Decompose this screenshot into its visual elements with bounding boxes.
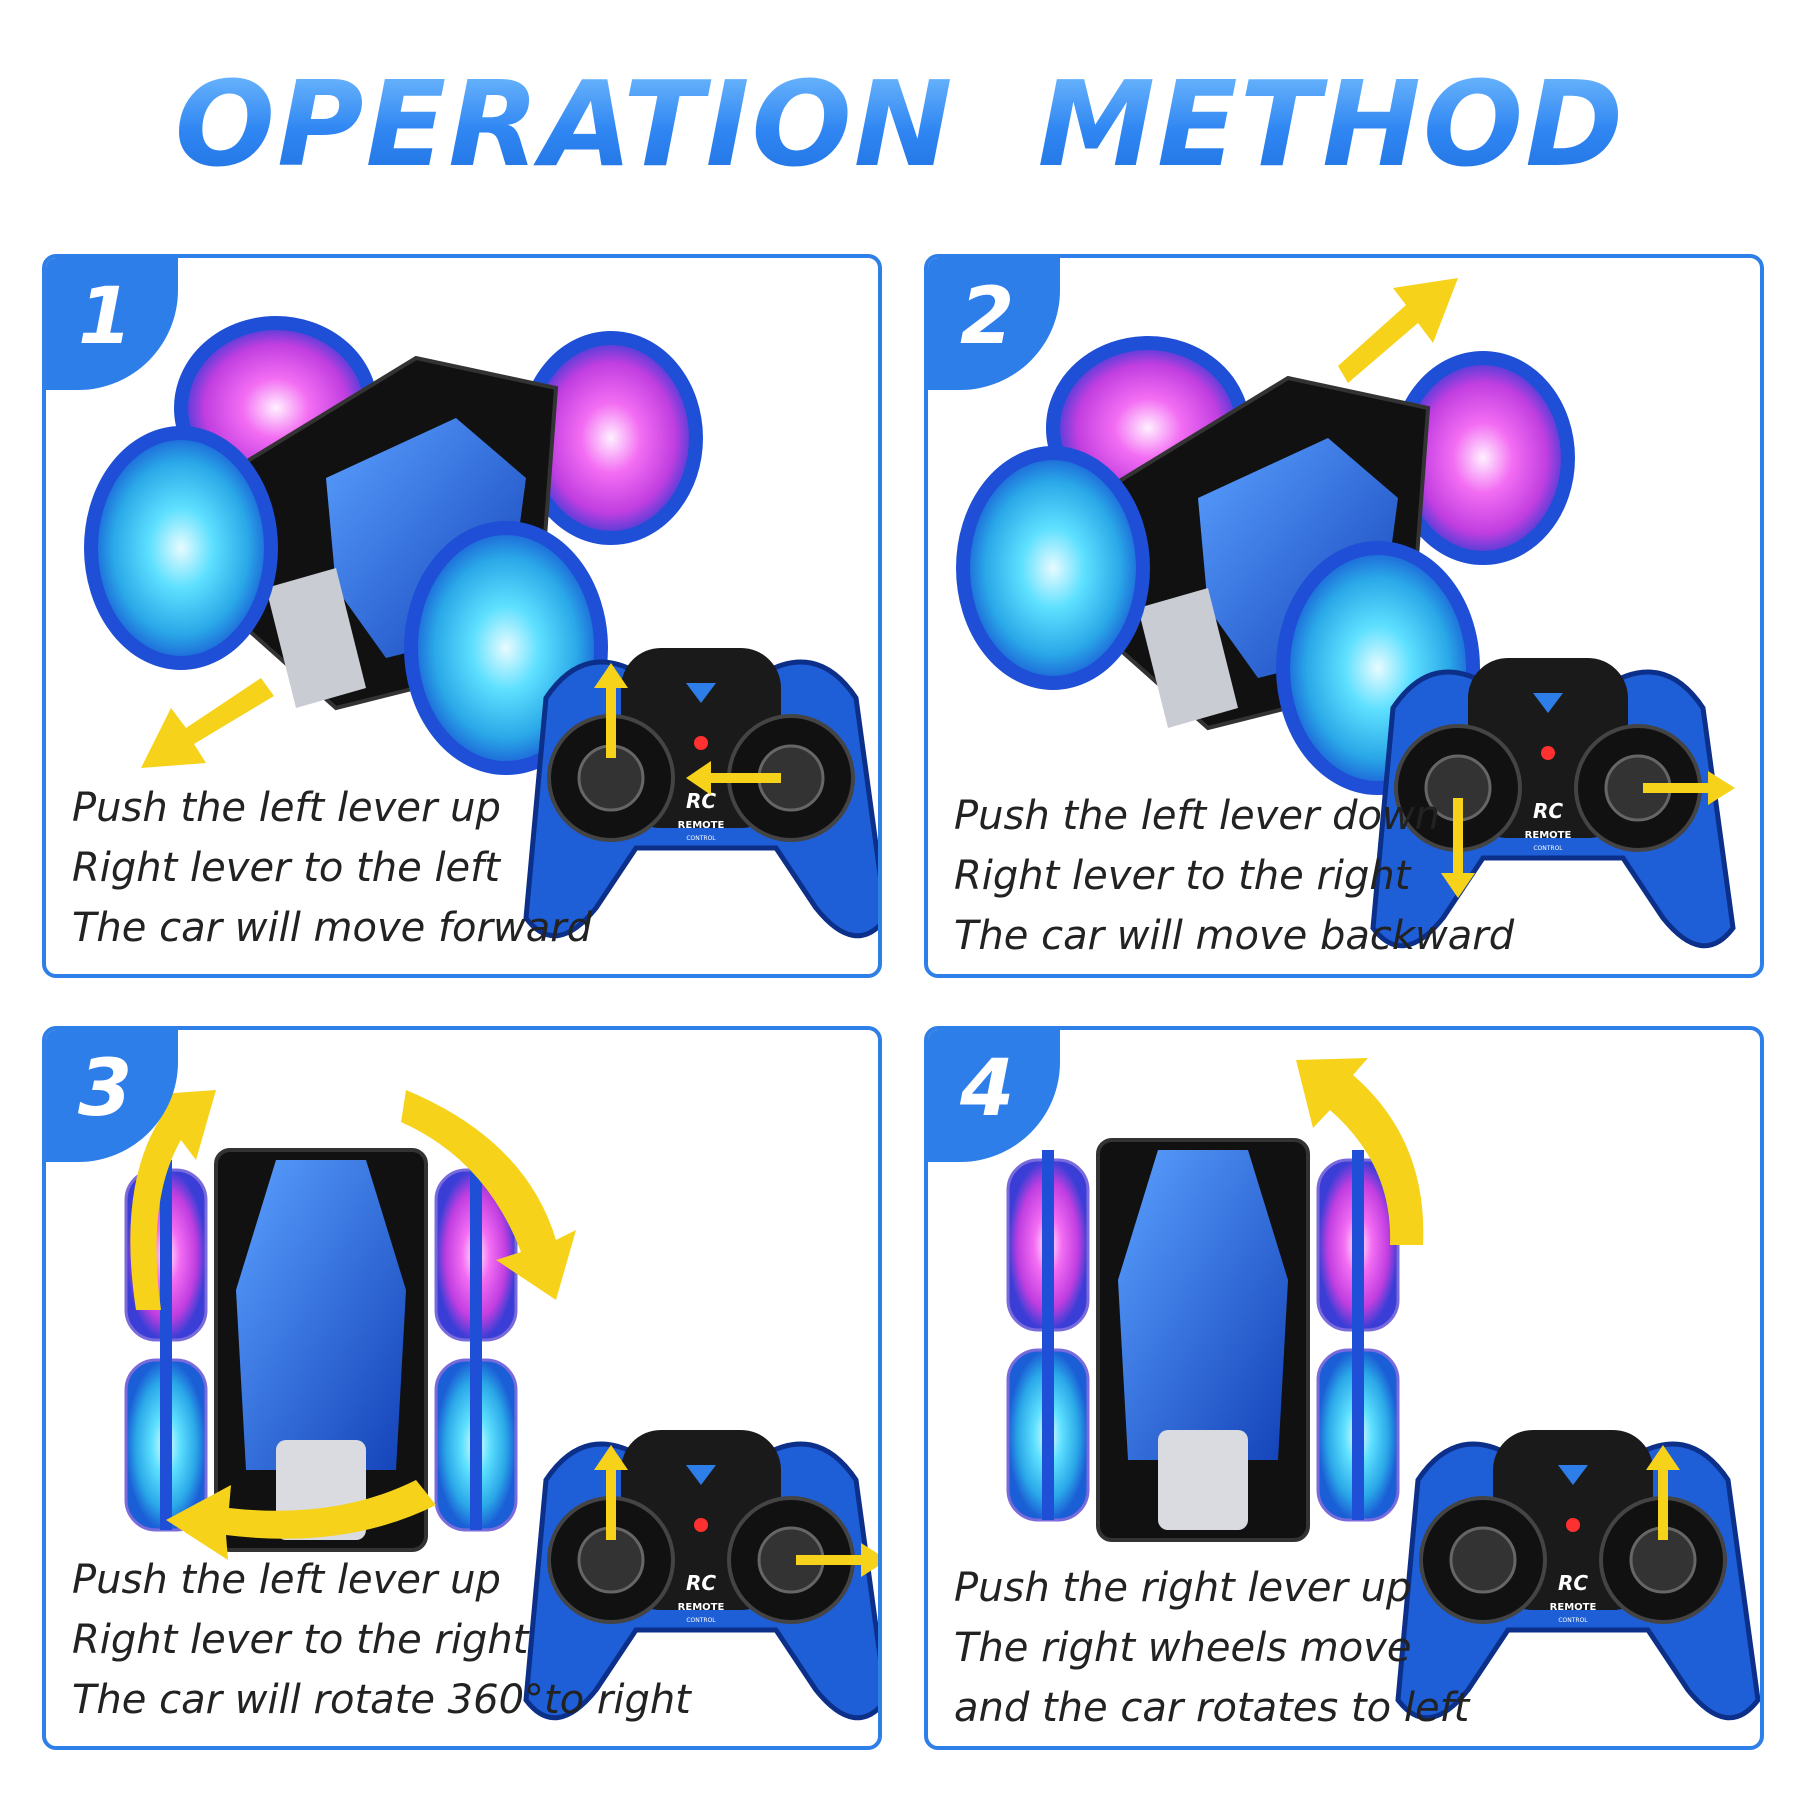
page-title: OPERATION METHOD xyxy=(0,55,1800,193)
caption-line: The car will move forward xyxy=(72,905,593,951)
caption-line: Push the right lever up xyxy=(954,1565,1412,1611)
caption-line: Push the left lever up xyxy=(72,785,501,831)
remote-label: REMOTE xyxy=(1550,1602,1597,1613)
remote-label: REMOTE xyxy=(1525,830,1572,841)
caption-line: The right wheels move xyxy=(954,1625,1412,1671)
remote-label: REMOTE xyxy=(678,1602,725,1613)
rotate-arrow-icon xyxy=(130,1090,576,1560)
step-number: 4 xyxy=(960,1044,1015,1134)
remote-label: REMOTE xyxy=(678,820,725,831)
car-illustration xyxy=(1006,1138,1400,1542)
step-number: 2 xyxy=(960,272,1015,362)
caption-line: Right lever to the left xyxy=(72,845,500,891)
step-number: 3 xyxy=(78,1044,133,1134)
caption-line: Push the left lever down xyxy=(954,793,1441,839)
direction-arrow-icon xyxy=(141,678,274,768)
remote-logo: RC xyxy=(1558,1571,1588,1595)
caption-line: The car will move backward xyxy=(954,913,1515,959)
caption-line: Push the left lever up xyxy=(72,1557,501,1603)
direction-arrow-icon xyxy=(1338,278,1458,383)
remote-control-icon: RC REMOTE CONTROL xyxy=(523,648,878,939)
remote-logo: RC xyxy=(686,1571,716,1595)
step-number: 1 xyxy=(78,272,133,362)
step-number-badge: 3 xyxy=(46,1030,178,1162)
remote-control-icon: RC REMOTE CONTROL xyxy=(1395,1430,1760,1721)
remote-control-icon: RC REMOTE CONTROL xyxy=(1370,658,1736,949)
remote-sublabel: CONTROL xyxy=(686,835,716,842)
step-caption: Push the left lever up Right lever to th… xyxy=(72,1550,691,1730)
remote-logo: RC xyxy=(1533,799,1563,823)
remote-sublabel: CONTROL xyxy=(1558,1617,1588,1624)
car-illustration xyxy=(124,1148,518,1552)
caption-line: Right lever to the right xyxy=(72,1617,529,1663)
remote-logo: RC xyxy=(686,789,716,813)
step-caption: Push the left lever down Right lever to … xyxy=(954,786,1514,966)
remote-control-icon: RC REMOTE CONTROL xyxy=(523,1430,878,1721)
step-panel-1: RC REMOTE CONTROL 1 Push the left lever … xyxy=(42,254,882,978)
step-panel-3: RC REMOTE CONTROL 3 Push the left lever … xyxy=(42,1026,882,1750)
caption-line: and the car rotates to left xyxy=(954,1685,1470,1731)
step-caption: Push the left lever up Right lever to th… xyxy=(72,778,592,958)
step-panel-4: RC REMOTE CONTROL 4 Push the right lever… xyxy=(924,1026,1764,1750)
step-caption: Push the right lever up The right wheels… xyxy=(954,1558,1469,1738)
remote-sublabel: CONTROL xyxy=(686,1617,716,1624)
caption-line: The car will rotate 360°to right xyxy=(72,1677,691,1723)
rotate-arrow-icon xyxy=(1296,1058,1424,1245)
caption-line: Right lever to the right xyxy=(954,853,1411,899)
step-panel-2: RC REMOTE CONTROL 2 Push the left lever … xyxy=(924,254,1764,978)
remote-sublabel: CONTROL xyxy=(1533,845,1563,852)
car-illustration xyxy=(956,336,1575,795)
